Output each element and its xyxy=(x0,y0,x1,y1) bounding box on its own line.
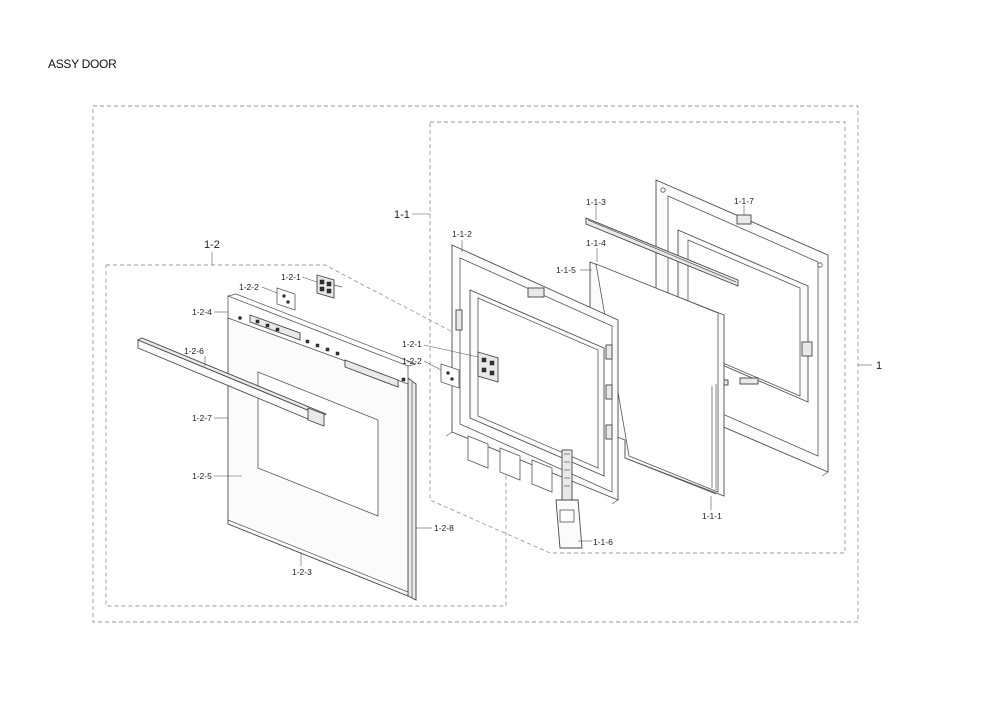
label-1-1-3: 1-1-3 xyxy=(586,197,606,207)
label-1-1-7: 1-1-7 xyxy=(734,196,754,206)
inner-frame-part-1-1-2 xyxy=(445,244,619,505)
label-1-2-1-inner: 1-2-1 xyxy=(402,339,422,349)
label-1-1-1: 1-1-1 xyxy=(702,511,722,521)
assy-door-boundary xyxy=(92,105,859,623)
inner-door-boundary-1-1 xyxy=(429,121,846,554)
label-1-2-2-inner: 1-2-2 xyxy=(402,356,422,366)
label-1-2: 1-2 xyxy=(204,239,220,251)
label-1-2-2-outer: 1-2-2 xyxy=(239,282,259,292)
handle-part-1-2-6 xyxy=(136,337,328,427)
label-1-1-2: 1-1-2 xyxy=(452,229,472,239)
leader-lines xyxy=(204,205,872,566)
label-1-1-6: 1-1-6 xyxy=(593,537,613,547)
label-assy-1: 1 xyxy=(876,360,882,372)
outer-door-part-1-2 xyxy=(227,293,417,601)
label-1-2-1-outer: 1-2-1 xyxy=(281,272,301,282)
hinge-part-1-1-6 xyxy=(555,449,583,549)
plate-part-1-2-2-inner xyxy=(440,363,460,389)
label-1-2-7: 1-2-7 xyxy=(192,413,212,423)
label-1-2-3: 1-2-3 xyxy=(292,567,312,577)
label-1-2-8: 1-2-8 xyxy=(434,523,454,533)
gasket-strip-part-1-1-3 xyxy=(585,217,739,287)
bracket-part-1-2-1-inner xyxy=(477,351,499,383)
outer-door-boundary-1-2 xyxy=(105,264,507,607)
label-1-2-6: 1-2-6 xyxy=(184,346,204,356)
bracket-part-1-2-1-outer xyxy=(316,274,343,299)
page-title: ASSY DOOR xyxy=(48,57,117,71)
label-1-2-5: 1-2-5 xyxy=(192,471,212,481)
label-1-2-4: 1-2-4 xyxy=(192,307,212,317)
label-1-1-5: 1-1-5 xyxy=(556,265,576,275)
inner-glass-part-1-1-5 xyxy=(589,261,725,497)
plate-part-1-2-2-outer xyxy=(276,287,296,311)
label-1-1: 1-1 xyxy=(394,209,410,221)
label-1-1-4: 1-1-4 xyxy=(586,238,606,248)
